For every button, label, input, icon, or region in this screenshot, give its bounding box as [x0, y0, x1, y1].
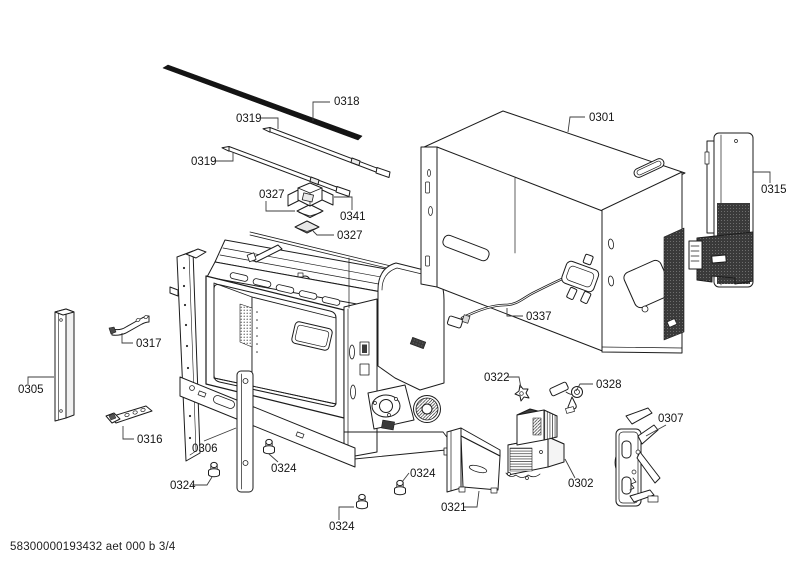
callout-leader-0341 — [334, 196, 353, 210]
part-label-0328: 0328 — [596, 379, 622, 391]
part-0327-cover-lower — [294, 220, 320, 234]
part-label-0327-top: 0327 — [259, 189, 285, 201]
part-0337-power-cord — [446, 253, 600, 329]
part-label-0319-top: 0319 — [236, 113, 262, 125]
part-label-0322: 0322 — [484, 372, 510, 384]
part-0315-clip — [688, 240, 703, 270]
part-0341-bracket — [287, 182, 334, 207]
callout-leader-0327-top — [265, 201, 295, 212]
callout-leader-0307 — [645, 424, 667, 437]
part-label-0301: 0301 — [589, 112, 615, 124]
callout-leader-0328 — [575, 383, 593, 392]
callout-leader-0337 — [506, 308, 523, 317]
callout-leader-0315 — [753, 171, 771, 183]
part-0321-air-duct — [446, 427, 501, 494]
callout-leader-0319-bottom — [214, 152, 234, 162]
part-0319-rod-lower — [221, 146, 351, 197]
part-0318-grill-element — [162, 64, 363, 141]
part-label-0321: 0321 — [441, 502, 467, 514]
part-label-0327-mid: 0327 — [337, 230, 363, 242]
part-0301-outer-case — [420, 110, 686, 354]
callout-leader-0324-2 — [268, 453, 279, 463]
callout-leader-0319-top — [261, 117, 279, 129]
part-label-0337: 0337 — [526, 311, 552, 323]
part-label-0341: 0341 — [340, 211, 366, 223]
part-0322-thermostat — [514, 384, 530, 402]
callout-leader-0301 — [567, 116, 585, 133]
part-label-0318: 0318 — [334, 96, 360, 108]
callout-leader-0324-3 — [401, 472, 410, 483]
part-label-0306: 0306 — [192, 443, 218, 455]
part-label-0305: 0305 — [18, 384, 44, 396]
part-label-0317: 0317 — [136, 338, 162, 350]
part-0324-foot — [208, 461, 220, 478]
part-0324-foot — [356, 493, 368, 510]
callout-leader-0321 — [464, 490, 480, 508]
part-label-0302: 0302 — [568, 478, 594, 490]
part-label-0315: 0315 — [761, 184, 787, 196]
callout-leader-0302 — [564, 458, 576, 479]
part-cavity-chassis — [169, 231, 457, 493]
part-0307-door-latch — [614, 407, 661, 507]
part-0306-bar — [236, 370, 254, 493]
part-0324-foot — [394, 479, 406, 496]
document-number: 58300000193432 aet 000 b 3/4 — [10, 541, 176, 553]
part-0305-trim-strip — [54, 308, 75, 422]
part-0327-cover-upper — [296, 204, 324, 218]
callout-leader-0322 — [507, 376, 522, 389]
part-label-0324-2: 0324 — [271, 463, 297, 475]
part-label-0324-3: 0324 — [410, 468, 436, 480]
callout-leader-0318 — [312, 101, 330, 121]
callout-leader-0317 — [121, 333, 133, 344]
callout-leader-0327-mid — [312, 230, 334, 236]
part-callouts: 0318 0319 0319 0327 0341 0327 0301 0315 0337 0317… — [18, 96, 787, 533]
callout-leader-0324-1 — [192, 476, 213, 486]
part-0317-bracket — [108, 315, 150, 336]
part-label-0324-1: 0324 — [170, 480, 196, 492]
part-label-0316: 0316 — [137, 434, 163, 446]
part-0328-switch — [549, 381, 583, 414]
part-0302-transformer — [505, 408, 565, 480]
part-label-0319-bottom: 0319 — [191, 156, 217, 168]
part-label-0324-4: 0324 — [329, 521, 355, 533]
part-0315-side-panel — [688, 132, 754, 288]
part-0316-bracket — [105, 405, 153, 424]
part-0324-foot — [263, 438, 275, 455]
callout-leader-0324-4 — [338, 506, 354, 520]
callout-leader-0305 — [27, 376, 54, 384]
part-0319-rod-upper — [262, 127, 391, 178]
callout-leader-0306 — [203, 427, 237, 442]
callout-leader-0316 — [122, 426, 134, 440]
part-label-0307: 0307 — [658, 413, 684, 425]
